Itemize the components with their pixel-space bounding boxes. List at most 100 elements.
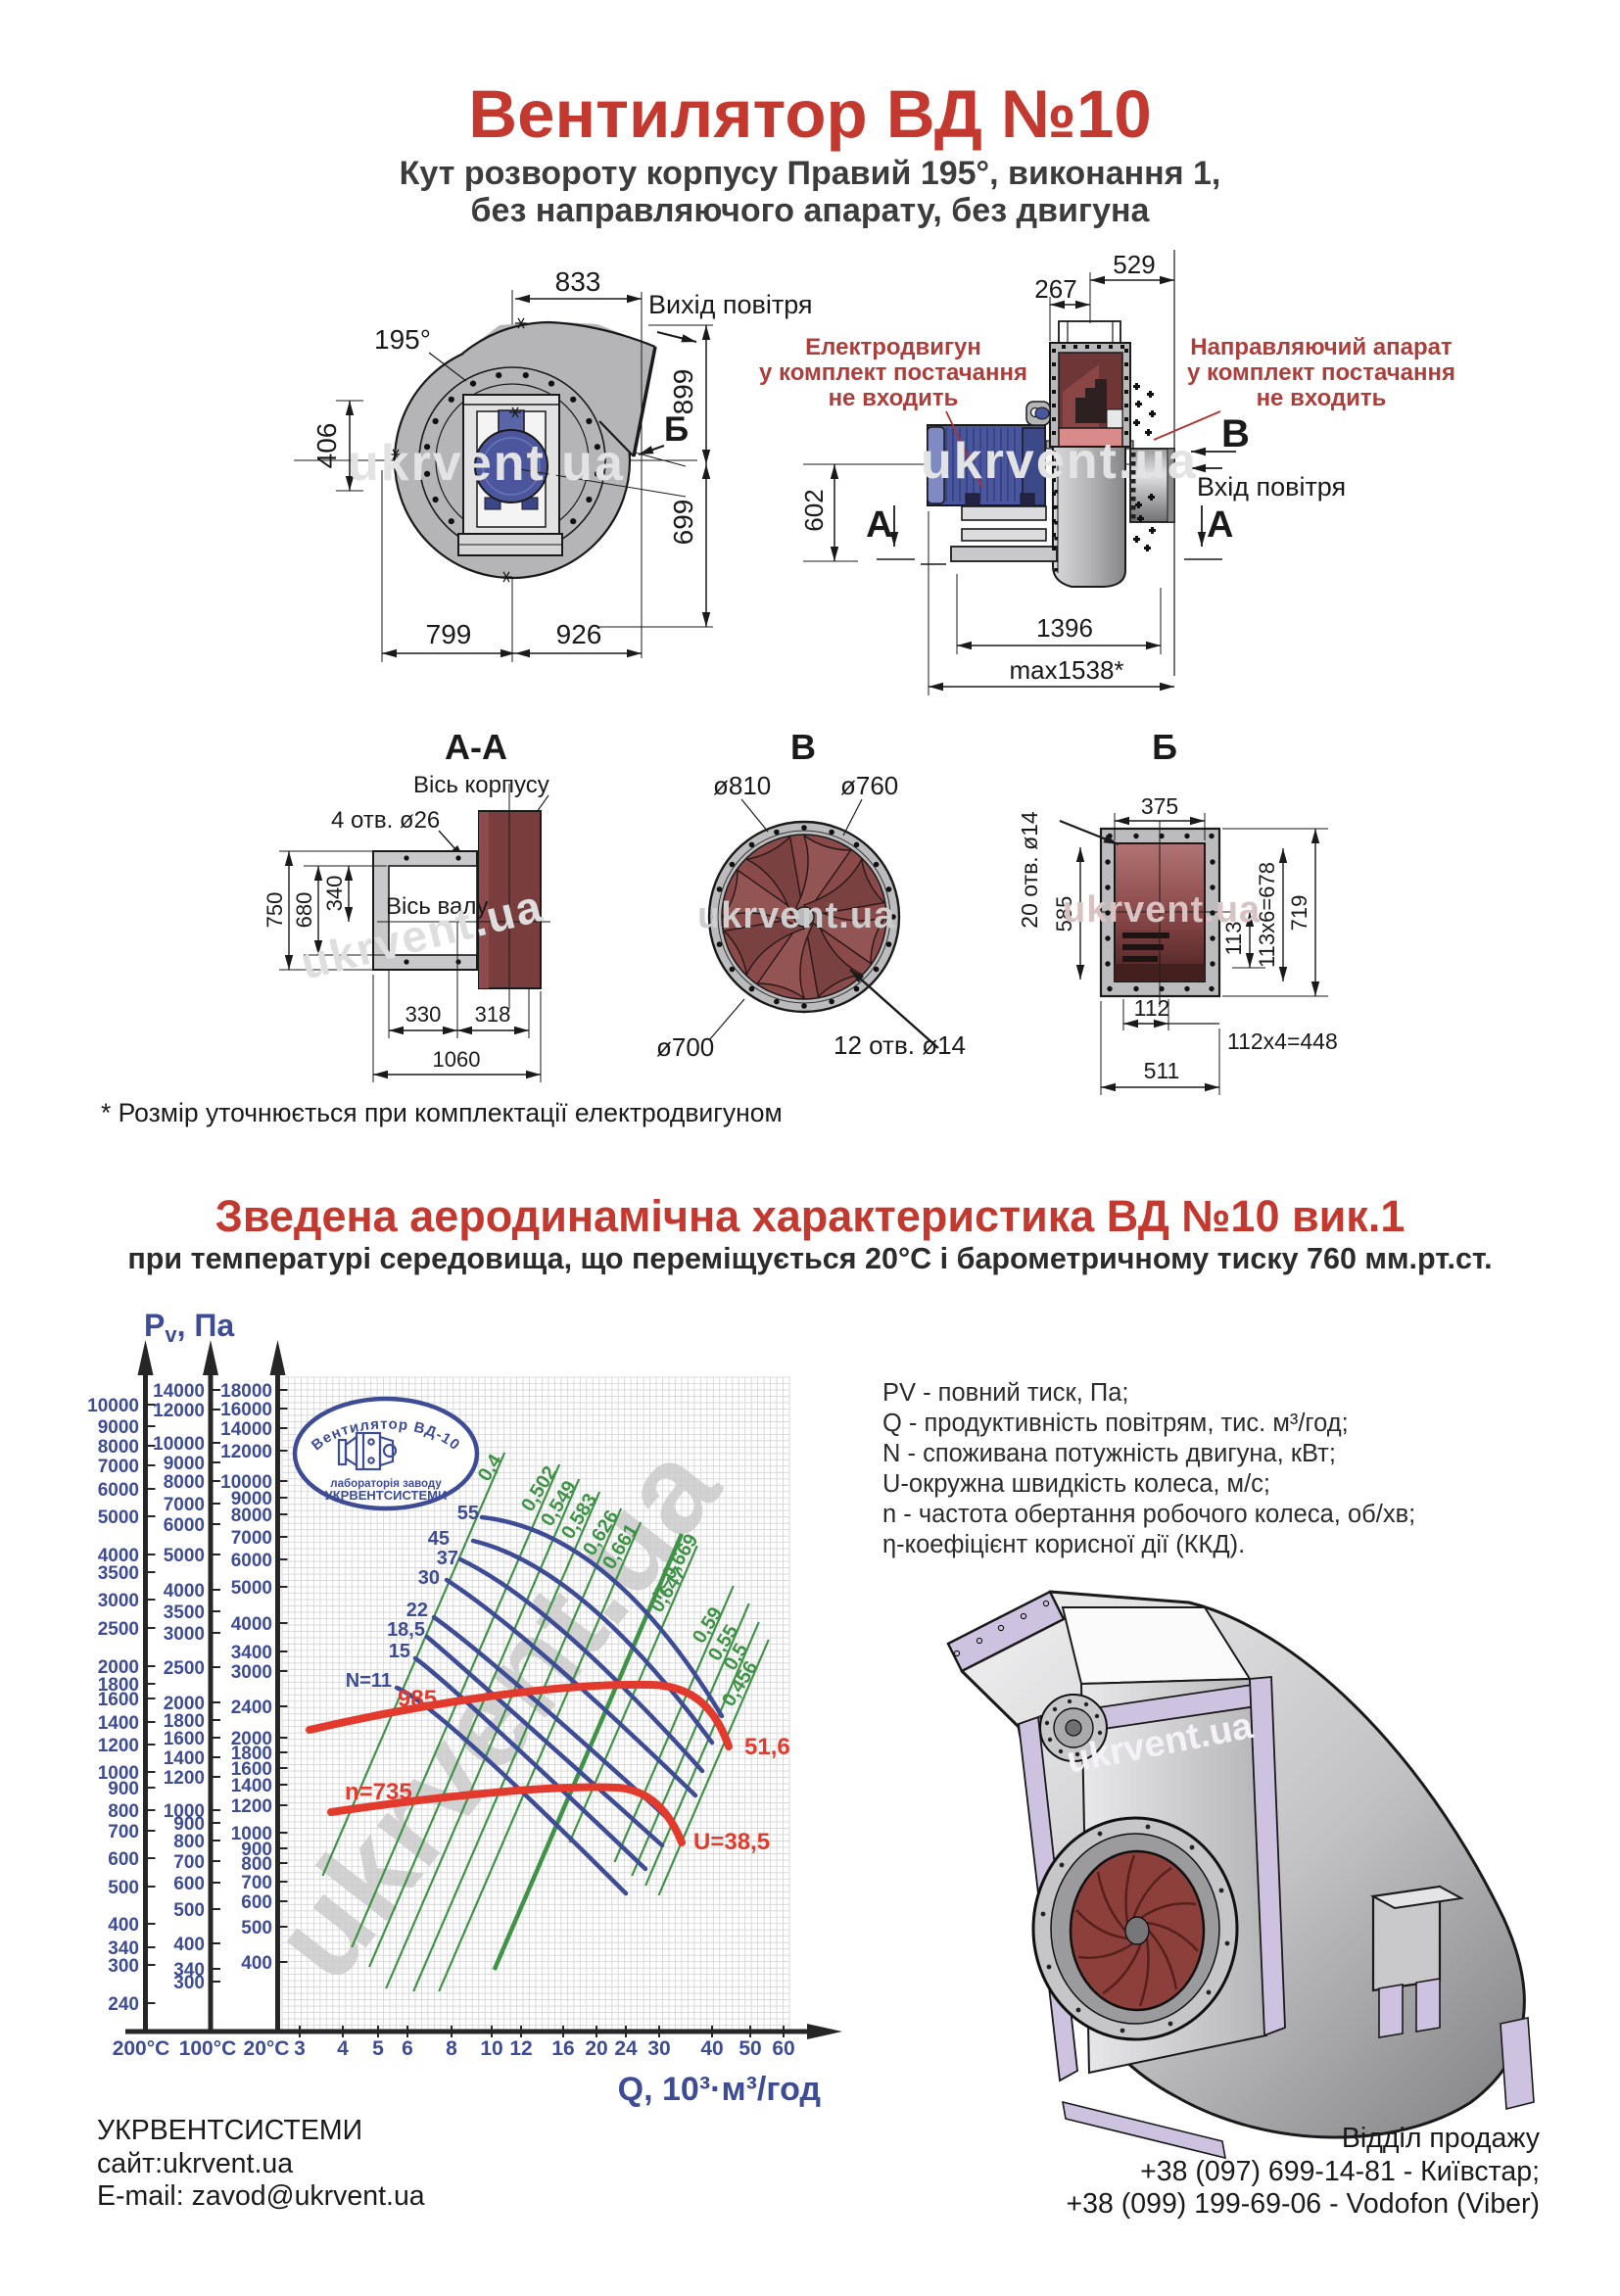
svg-text:300: 300 <box>173 1973 205 1993</box>
svg-text:400: 400 <box>108 1915 139 1936</box>
svg-text:800: 800 <box>108 1801 139 1822</box>
svg-text:7000: 7000 <box>231 1528 272 1549</box>
svg-text:18000: 18000 <box>220 1381 272 1402</box>
svg-text:Направляючий апарат: Направляючий апарат <box>1190 334 1453 360</box>
svg-text:ø760: ø760 <box>840 771 898 800</box>
svg-text:400: 400 <box>241 1953 272 1974</box>
svg-text:799: 799 <box>426 619 472 649</box>
svg-text:N - споживана потужність двигу: N - споживана потужність двигуна, кВт; <box>882 1440 1336 1467</box>
svg-text:600: 600 <box>108 1849 139 1870</box>
svg-text:22: 22 <box>406 1600 428 1621</box>
svg-text:ukrvent.ua: ukrvent.ua <box>1063 889 1261 931</box>
svg-text:5000: 5000 <box>98 1507 139 1528</box>
svg-text:30: 30 <box>418 1567 440 1589</box>
svg-text:500: 500 <box>108 1878 139 1898</box>
svg-text:2500: 2500 <box>98 1619 139 1640</box>
svg-text:Зведена аеродинамічна характер: Зведена аеродинамічна характеристика ВД … <box>215 1191 1406 1241</box>
svg-text:8000: 8000 <box>164 1472 205 1493</box>
svg-text:6: 6 <box>402 2037 413 2060</box>
svg-text:12000: 12000 <box>153 1401 205 1421</box>
svg-text:55: 55 <box>457 1503 479 1524</box>
svg-text:375: 375 <box>1141 793 1178 819</box>
svg-text:340: 340 <box>173 1960 205 1981</box>
svg-text:у комплект постачання: у комплект постачання <box>759 359 1027 386</box>
svg-text:900: 900 <box>108 1779 139 1799</box>
svg-text:7000: 7000 <box>98 1457 139 1477</box>
svg-text:Б: Б <box>664 410 689 449</box>
svg-text:лабораторія заводу: лабораторія заводу <box>330 1478 442 1490</box>
svg-text:ø700: ø700 <box>656 1032 714 1062</box>
svg-text:113х6=678: 113х6=678 <box>1255 862 1279 968</box>
svg-text:В: В <box>790 727 816 767</box>
svg-text:511: 511 <box>1144 1058 1180 1083</box>
svg-text:680: 680 <box>292 892 316 929</box>
svg-text:100°C: 100°C <box>179 2037 237 2060</box>
svg-text:985: 985 <box>398 1686 437 1712</box>
svg-text:1800: 1800 <box>98 1675 139 1696</box>
svg-text:899: 899 <box>668 369 698 415</box>
svg-text:700: 700 <box>173 1852 205 1873</box>
svg-text:U-окружна швидкість колеса, м/: U-окружна швидкість колеса, м/с; <box>882 1470 1270 1498</box>
svg-text:2500: 2500 <box>164 1658 205 1679</box>
svg-text:Вісь валу: Вісь валу <box>386 893 488 920</box>
svg-text:8000: 8000 <box>98 1437 139 1458</box>
svg-text:1200: 1200 <box>98 1736 139 1756</box>
svg-text:3000: 3000 <box>231 1662 272 1683</box>
svg-text:51,6: 51,6 <box>744 1734 790 1760</box>
svg-text:ø810: ø810 <box>713 771 771 800</box>
svg-text:900: 900 <box>173 1814 205 1835</box>
svg-text:А: А <box>1207 504 1233 546</box>
svg-text:Відділ продажу: Відділ продажу <box>1342 2123 1541 2154</box>
svg-text:926: 926 <box>556 619 602 649</box>
svg-text:340: 340 <box>108 1938 139 1959</box>
svg-text:Вісь корпусу: Вісь корпусу <box>413 772 549 798</box>
svg-text:без направляючого апарату, без: без направляючого апарату, без двигуна <box>471 192 1151 229</box>
svg-text:719: 719 <box>1287 895 1311 932</box>
svg-text:n - частота обертання робочого: n - частота обертання робочого колеса, о… <box>882 1501 1415 1528</box>
svg-text:+38 (099) 199-69-06 - Vodofon: +38 (099) 199-69-06 - Vodofon (Viber) <box>1067 2188 1541 2220</box>
svg-text:9000: 9000 <box>98 1417 139 1438</box>
svg-text:3000: 3000 <box>164 1624 205 1645</box>
svg-text:1400: 1400 <box>231 1776 272 1796</box>
svg-text:ukrvent.ua: ukrvent.ua <box>697 895 895 936</box>
svg-text:20: 20 <box>585 2037 607 2060</box>
svg-text:5: 5 <box>372 2037 384 2060</box>
svg-text:112х4=448: 112х4=448 <box>1227 1028 1338 1054</box>
svg-text:529: 529 <box>1113 250 1155 279</box>
svg-text:1400: 1400 <box>164 1748 205 1769</box>
svg-text:1600: 1600 <box>98 1690 139 1710</box>
svg-text:500: 500 <box>173 1900 205 1921</box>
svg-text:16000: 16000 <box>220 1400 272 1420</box>
svg-text:500: 500 <box>241 1918 272 1938</box>
svg-text:330: 330 <box>405 1002 442 1027</box>
svg-text:В: В <box>1221 412 1250 455</box>
svg-text:max1538*: max1538* <box>1009 655 1123 685</box>
svg-text:1600: 1600 <box>164 1729 205 1749</box>
svg-text:400: 400 <box>173 1935 205 1955</box>
svg-text:+38 (097) 699-14-81 - Київстар: +38 (097) 699-14-81 - Київстар; <box>1140 2156 1540 2187</box>
svg-text:3000: 3000 <box>98 1591 139 1611</box>
svg-text:1200: 1200 <box>231 1796 272 1817</box>
svg-text:Вентилятор ВД №10: Вентилятор ВД №10 <box>468 76 1151 152</box>
svg-text:30: 30 <box>647 2037 670 2060</box>
svg-text:PV - повний тиск, Па;: PV - повний тиск, Па; <box>882 1379 1128 1407</box>
svg-text:10000: 10000 <box>220 1472 272 1493</box>
svg-text:А: А <box>866 504 892 546</box>
svg-text:1800: 1800 <box>231 1744 272 1764</box>
svg-text:340: 340 <box>322 876 347 912</box>
svg-text:602: 602 <box>799 489 829 531</box>
svg-text:40: 40 <box>700 2037 723 2060</box>
svg-text:Б: Б <box>1152 727 1177 767</box>
svg-text:у комплект постачання: у комплект постачання <box>1187 359 1455 386</box>
svg-text:Вихід повітря: Вихід повітря <box>648 290 813 319</box>
svg-text:9000: 9000 <box>164 1454 205 1474</box>
svg-text:n=735: n=735 <box>345 1779 412 1805</box>
svg-text:5000: 5000 <box>231 1578 272 1599</box>
svg-text:700: 700 <box>241 1873 272 1893</box>
svg-text:4: 4 <box>337 2037 349 2060</box>
svg-text:50: 50 <box>739 2037 761 2060</box>
svg-text:15: 15 <box>389 1641 410 1662</box>
svg-text:600: 600 <box>173 1874 205 1894</box>
svg-text:750: 750 <box>262 892 287 929</box>
svg-text:4 отв. ø26: 4 отв. ø26 <box>331 807 440 834</box>
